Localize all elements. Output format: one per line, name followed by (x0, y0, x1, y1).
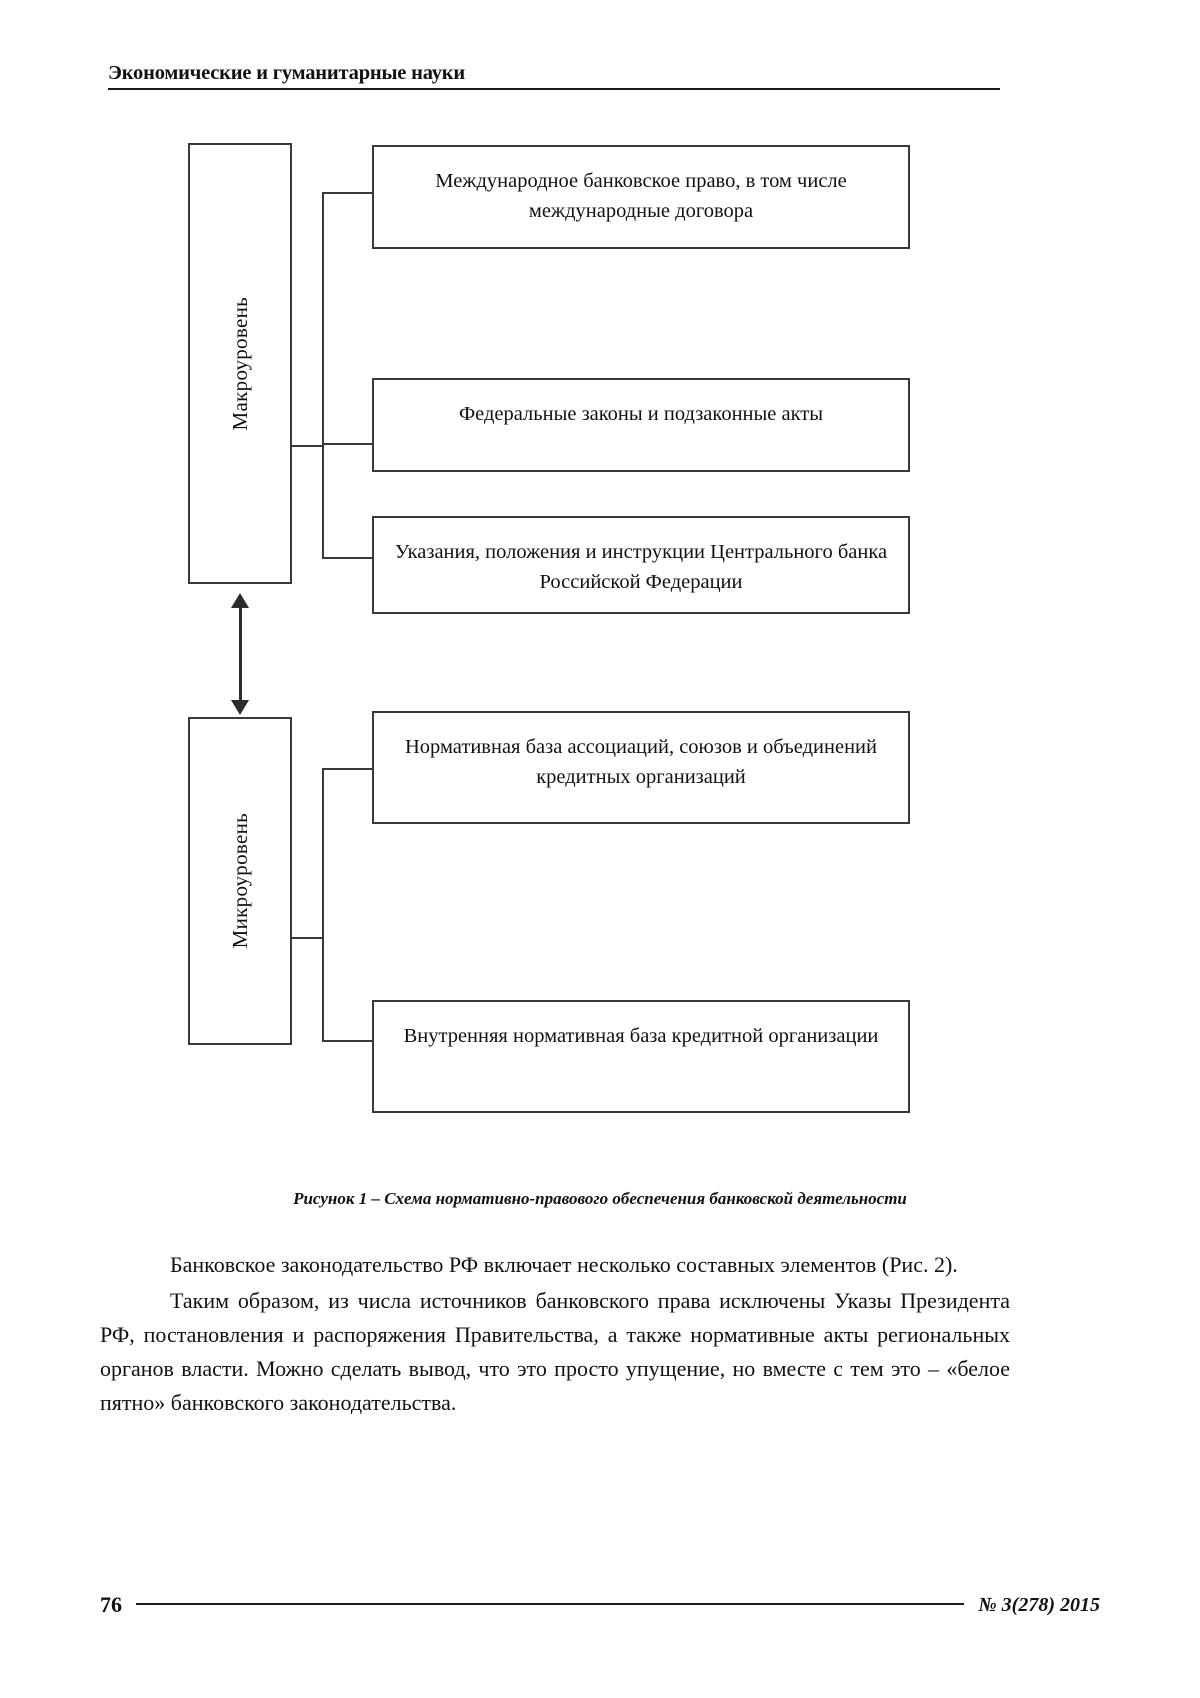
page-number: 76 (100, 1592, 122, 1617)
connector-macro-to-federal-laws (322, 443, 374, 445)
running-header-title: Экономические и гуманитарные науки (108, 62, 466, 84)
paragraph: Банковское законодательство РФ включает … (170, 1252, 958, 1277)
issue-number: № 3(278) 2015 (978, 1594, 1100, 1616)
footer-rule (136, 1603, 965, 1605)
diagram-box-cbr-rules: Указания, положения и инструкции Централ… (372, 516, 910, 614)
connector-macro-to-cbr-rules (322, 557, 374, 559)
diagram-box-text: Нормативная база ассоциаций, союзов и об… (404, 736, 877, 788)
arrow-shaft (238, 605, 242, 701)
body-text: Банковское законодательство РФ включает … (100, 1248, 1010, 1420)
connector-micro-to-associations (322, 768, 374, 770)
paragraph: Таким образом, из числа источников банко… (100, 1288, 1010, 1416)
connector-micro-to-internal (322, 1040, 374, 1042)
connector-micro-spine (322, 768, 324, 1042)
diagram-box-associations: Нормативная база ассоциаций, союзов и об… (372, 711, 910, 824)
arrow-head-down-icon (231, 700, 249, 715)
level-box-micro: Микроуровень (188, 717, 292, 1045)
arrow-head-up-icon (231, 593, 249, 608)
figure-caption: Рисунок 1 – Схема нормативно-правового о… (293, 1189, 907, 1208)
figure-diagram: Макроуровень Микроуровень Международное … (188, 143, 910, 1113)
diagram-box-federal-laws: Федеральные законы и подзаконные акты (372, 378, 910, 472)
level-box-macro: Макроуровень (188, 143, 292, 584)
level-label-micro: Микроуровень (227, 813, 252, 949)
level-label-macro: Макроуровень (227, 296, 252, 431)
diagram-box-text: Федеральные законы и подзаконные акты (458, 403, 824, 425)
connector-macro-stub (292, 445, 324, 447)
diagram-box-internal-rules: Внутренняя нормативная база кредитной ор… (372, 1000, 910, 1113)
connector-macro-to-international (322, 192, 374, 194)
running-header-rule (108, 87, 1000, 90)
diagram-box-international-law: Международное банковское право, в том чи… (372, 145, 910, 249)
diagram-box-text: Внутренняя нормативная база кредитной ор… (403, 1025, 879, 1047)
connector-micro-stub (292, 937, 324, 939)
diagram-box-text: Указания, положения и инструкции Централ… (394, 541, 888, 593)
running-header: Экономические и гуманитарные науки (108, 62, 1000, 90)
diagram-box-text: Международное банковское право, в том чи… (435, 170, 847, 222)
page-footer: 76 № 3(278) 2015 (100, 1594, 1100, 1616)
connector-macro-spine (322, 192, 324, 559)
